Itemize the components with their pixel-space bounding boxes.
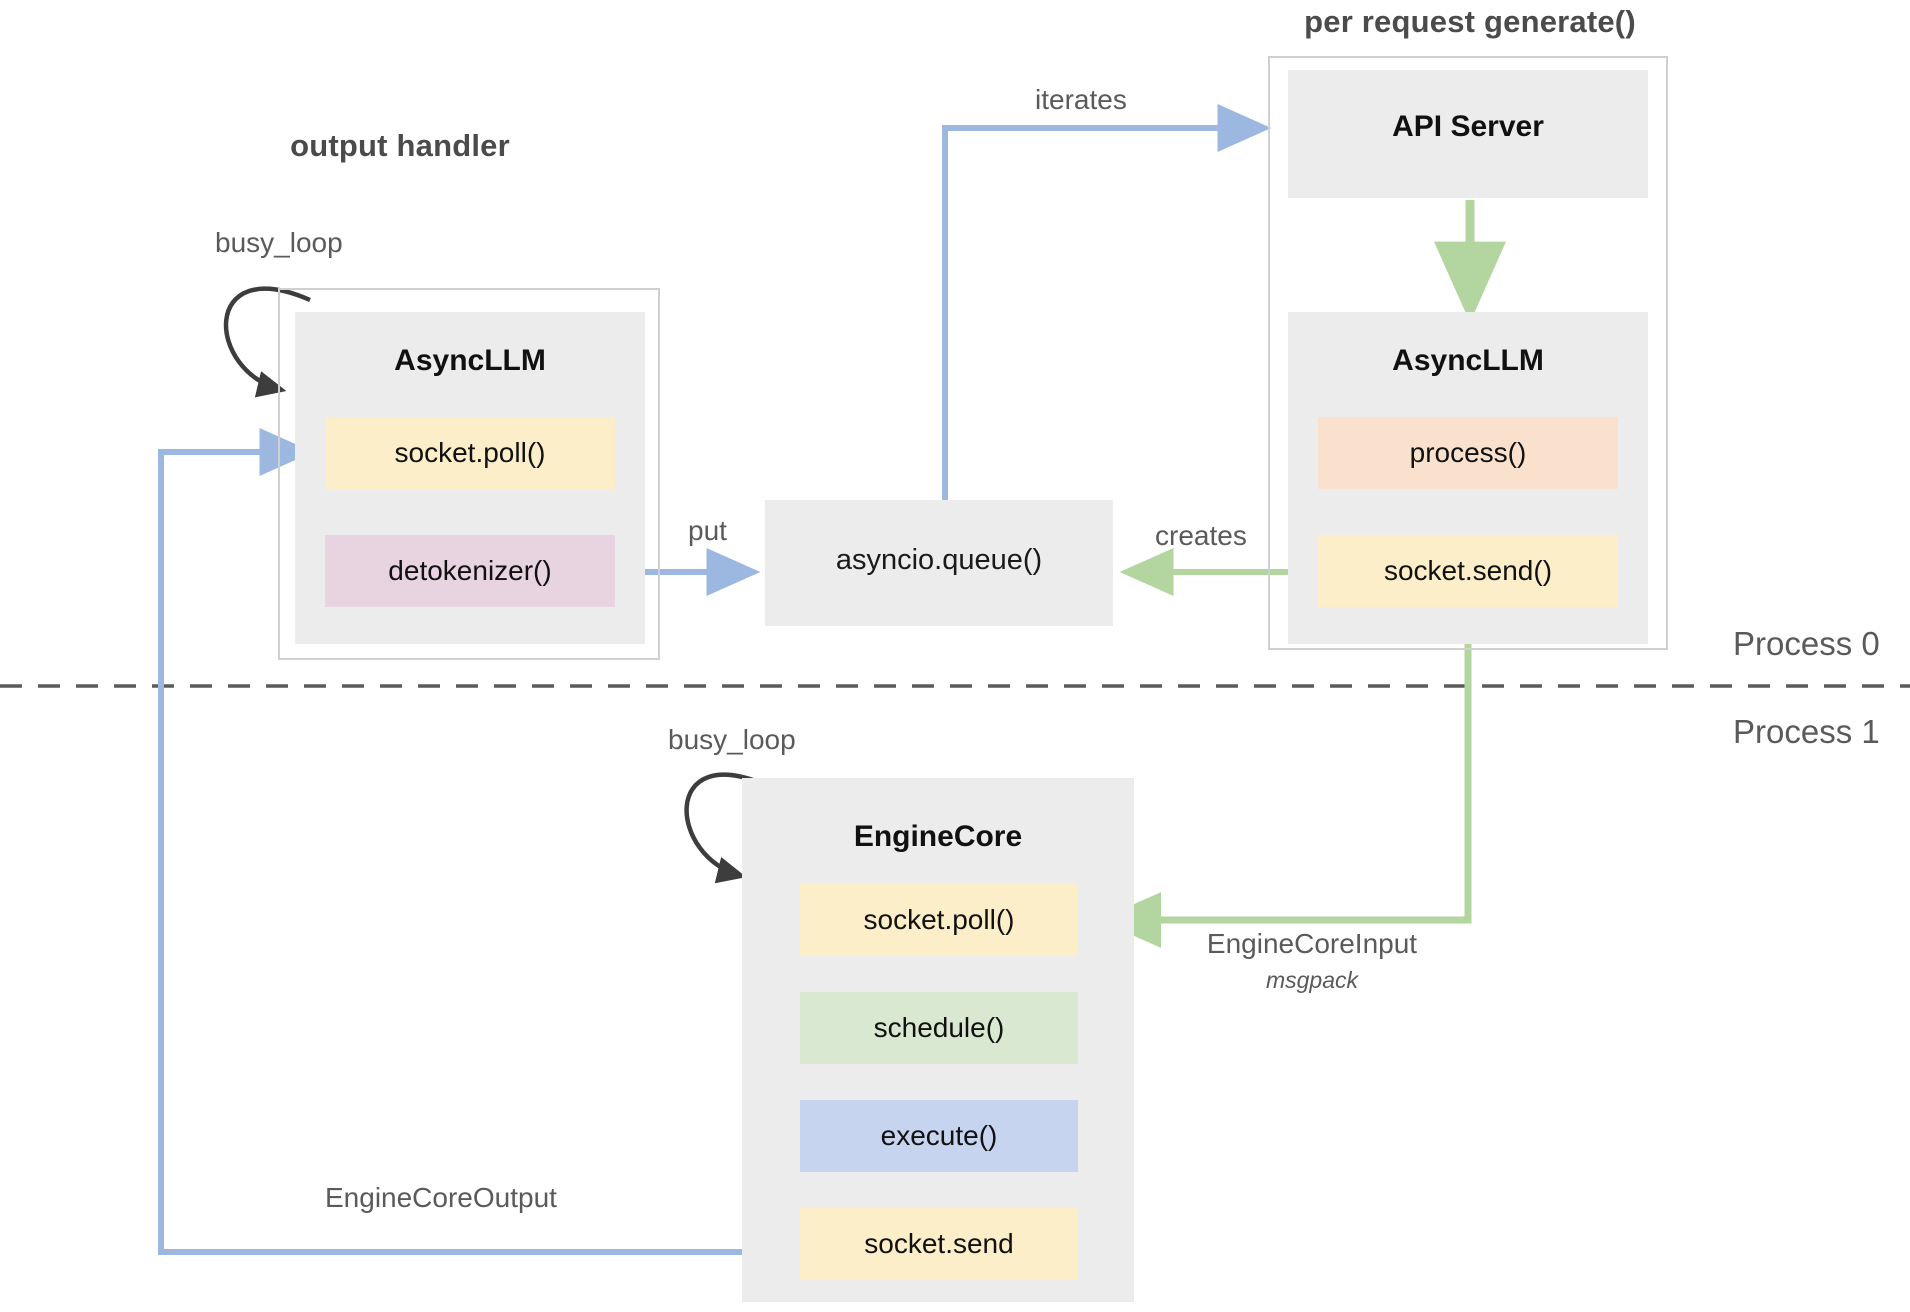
iterates-arrow (942, 104, 1272, 500)
busy-loop-label-asyncllm: busy_loop (215, 227, 343, 258)
api-server-title: API Server (1392, 110, 1544, 143)
engine-core-input-format-label: msgpack (1265, 967, 1359, 993)
put-label: put (688, 515, 727, 546)
engine-core-input-label: EngineCoreInput (1206, 928, 1418, 959)
engine-core-title: EngineCore (853, 820, 1023, 853)
iterates-label: iterates (1035, 84, 1127, 115)
process-0-label: Process 0 (1733, 625, 1880, 662)
chip-schedule[interactable]: schedule() (800, 992, 1078, 1064)
engine-core-output-label: EngineCoreOutput (325, 1182, 557, 1213)
async-llm-request-title: AsyncLLM (1392, 344, 1544, 377)
chip-socket-poll-output[interactable]: socket.poll() (325, 417, 615, 489)
chip-socket-send-request[interactable]: socket.send() (1318, 535, 1618, 607)
output-handler-title: output handler (290, 128, 510, 163)
output-handler-frame (278, 288, 660, 660)
asyncio-queue-card[interactable]: asyncio.queue() (765, 500, 1113, 626)
asyncio-queue-label: asyncio.queue() (835, 544, 1043, 576)
chip-process[interactable]: process() (1318, 417, 1618, 489)
per-request-frame (1268, 56, 1668, 650)
chip-detokenizer[interactable]: detokenizer() (325, 535, 615, 607)
async-llm-output-title: AsyncLLM (394, 344, 546, 377)
chip-socket-poll-engine[interactable]: socket.poll() (800, 884, 1078, 956)
busy-loop-label-enginecore: busy_loop (668, 724, 796, 755)
creates-label: creates (1155, 520, 1247, 551)
process-1-label: Process 1 (1733, 713, 1880, 750)
api-server-card[interactable]: API Server (1288, 70, 1648, 198)
chip-execute[interactable]: execute() (800, 1100, 1078, 1172)
chip-socket-send-engine[interactable]: socket.send (800, 1208, 1078, 1280)
per-request-title: per request generate() (1304, 4, 1636, 39)
